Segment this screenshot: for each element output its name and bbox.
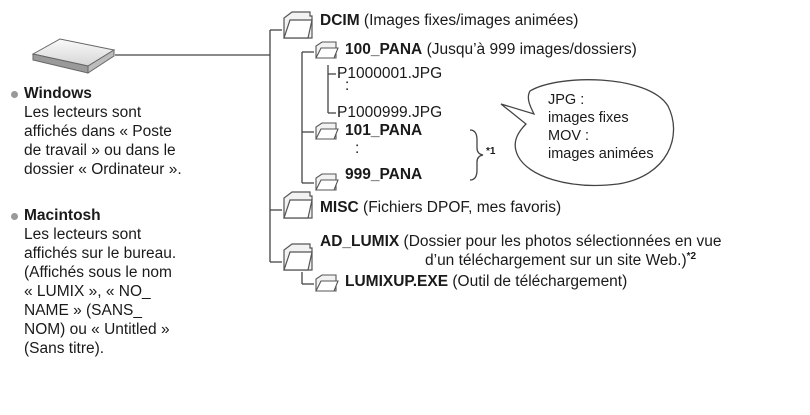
folder-icon — [315, 274, 339, 292]
folder-desc: (Images fixes/images animées) — [359, 12, 579, 29]
footnote-marker-2: *2 — [686, 250, 697, 262]
callout-line: images fixes — [548, 110, 629, 126]
folder-ad-lumix-desc2: d’un téléchargement sur un site Web.)*2 — [425, 251, 696, 270]
file-last: P1000999.JPG — [337, 104, 443, 121]
folder-name: AD_LUMIX — [320, 233, 400, 250]
windows-section: Windows Les lecteurs sont affichés dans … — [24, 84, 182, 179]
mac-text-line: NAME » (SANS_ — [24, 302, 143, 319]
callout-text: JPG : images fixes MOV : images animées — [548, 91, 654, 163]
mac-text-line: Les lecteurs sont — [24, 226, 142, 243]
folder-999-pana: 999_PANA — [345, 165, 422, 184]
windows-text-line: Les lecteurs sont — [24, 104, 142, 121]
macintosh-title: Macintosh — [24, 207, 101, 224]
ellipsis-dots: : — [355, 140, 360, 157]
ellipsis-dots: : — [345, 77, 350, 94]
folder-desc: (Dossier pour les photos sélectionnées e… — [399, 233, 722, 250]
callout-line: MOV : — [548, 128, 590, 144]
folder-icon — [315, 41, 339, 59]
folder-name: DCIM — [320, 12, 360, 29]
windows-text-line: affichés dans « Poste — [24, 123, 172, 140]
windows-title: Windows — [24, 85, 92, 102]
folder-icon — [283, 191, 313, 219]
folder-name: 999_PANA — [345, 166, 423, 183]
callout-line: images animées — [548, 146, 654, 162]
macintosh-section: Macintosh Les lecteurs sont affichés sur… — [24, 206, 176, 358]
folder-desc: (Jusqu’à 999 images/dossiers) — [422, 41, 637, 58]
folder-icon — [283, 243, 313, 271]
mac-text-line: (Sans titre). — [24, 340, 105, 357]
folder-101-pana: 101_PANA — [345, 121, 422, 140]
folder-name: MISC — [320, 199, 359, 216]
file-first: P1000001.JPG — [337, 65, 443, 82]
folder-icon — [283, 11, 313, 39]
file-lumixup: LUMIXUP.EXE (Outil de téléchargement) — [345, 272, 627, 291]
folder-misc: MISC (Fichiers DPOF, mes favoris) — [320, 198, 561, 217]
mac-text-line: « LUMIX », « NO_ — [24, 283, 151, 300]
callout-line: JPG : — [548, 92, 585, 108]
folder-desc: (Fichiers DPOF, mes favoris) — [358, 199, 562, 216]
callout-bubble — [500, 79, 675, 187]
folder-dcim: DCIM (Images fixes/images animées) — [320, 11, 578, 30]
mac-text-line: affichés sur le bureau. — [24, 245, 177, 262]
folder-icon — [315, 173, 339, 191]
folder-ad-lumix: AD_LUMIX (Dossier pour les photos sélect… — [320, 232, 721, 251]
folder-icon — [315, 122, 339, 140]
windows-text-line: de travail » ou dans le — [24, 142, 176, 159]
folder-name: LUMIXUP.EXE — [345, 273, 449, 290]
windows-text-line: dossier « Ordinateur ». — [24, 161, 182, 178]
folder-desc: d’un téléchargement sur un site Web.) — [425, 252, 687, 269]
bullet-windows — [11, 91, 18, 98]
folder-name: 101_PANA — [345, 122, 423, 139]
folder-name: 100_PANA — [345, 41, 423, 58]
footnote-marker-1: *1 — [486, 146, 496, 157]
mac-text-line: (Affichés sous le nom — [24, 264, 172, 281]
folder-desc: (Outil de téléchargement) — [448, 273, 628, 290]
mac-text-line: NOM) ou « Untitled » — [24, 321, 170, 338]
folder-100-pana: 100_PANA (Jusqu’à 999 images/dossiers) — [345, 40, 637, 59]
drive-icon — [31, 38, 116, 74]
bullet-macintosh — [11, 213, 18, 220]
